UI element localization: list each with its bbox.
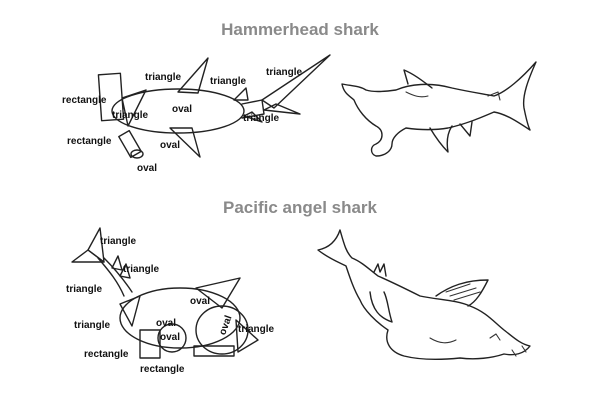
label-rectangle: rectangle	[67, 136, 112, 147]
hammerhead-pelvic-triangle	[243, 111, 263, 123]
angel-eye	[489, 333, 501, 341]
label-triangle: triangle	[145, 72, 182, 83]
angel-construction: triangle triangle triangle oval triangle…	[66, 227, 275, 375]
hammerhead-title: Hammerhead shark	[221, 20, 379, 39]
hammerhead-lower-rectangle	[118, 129, 142, 159]
label-triangle: triangle	[123, 264, 160, 275]
label-triangle: triangle	[243, 113, 280, 124]
label-oval: oval	[160, 332, 180, 343]
angel-rear-triangle	[119, 295, 141, 327]
label-triangle: triangle	[66, 284, 103, 295]
hammerhead-upper-tail-triangle	[261, 54, 331, 109]
hammerhead-construction: rectangle triangle triangle oval triangl…	[62, 54, 331, 174]
label-triangle: triangle	[238, 324, 275, 335]
angel-dorsal-spikes	[373, 263, 387, 277]
label-triangle: triangle	[100, 236, 137, 247]
angel-pectoral-fin	[435, 279, 489, 307]
angel-dorsal-triangle-1	[111, 255, 123, 271]
hammerhead-pelvic-fin	[459, 121, 473, 137]
hammerhead-lower-tail-triangle	[263, 103, 301, 115]
angel-snout-triangle	[235, 319, 259, 353]
label-rectangle: rectangle	[140, 364, 185, 375]
label-oval: oval	[160, 140, 180, 151]
hammerhead-finished-sketch	[341, 61, 537, 157]
hammerhead-second-dorsal	[487, 91, 501, 101]
hammerhead-pectoral-triangle	[169, 127, 201, 158]
angel-pectoral-triangle	[195, 277, 241, 309]
angel-tail-stalk-2	[103, 257, 133, 293]
hammerhead-head-rectangle	[97, 72, 125, 122]
hammerhead-dorsal-fin	[403, 69, 433, 89]
label-triangle: triangle	[74, 320, 111, 331]
hammerhead-body-oval	[111, 88, 245, 134]
angel-small-oval	[157, 323, 187, 353]
label-oval: oval	[156, 318, 176, 329]
hammerhead-second-dorsal-triangle	[233, 87, 249, 101]
angel-mouth-line	[429, 337, 457, 344]
angel-lower-rectangle-1	[139, 329, 161, 359]
angel-barbels	[511, 345, 527, 357]
angel-fin-rays	[445, 283, 481, 301]
label-rectangle: rectangle	[84, 349, 129, 360]
label-triangle: triangle	[210, 76, 247, 87]
label-triangle: triangle	[266, 67, 303, 78]
label-oval: oval	[137, 163, 157, 174]
hammerhead-gill-line	[405, 91, 429, 98]
hammerhead-dorsal-triangle	[177, 57, 209, 94]
angel-shark-title: Pacific angel shark	[222, 198, 378, 217]
label-triangle: triangle	[112, 110, 149, 121]
angel-body-oval	[119, 287, 241, 349]
angel-tail-lower-triangle	[71, 249, 105, 263]
label-oval: oval	[190, 296, 210, 307]
label-rectangle: rectangle	[62, 95, 107, 106]
angel-rear-fin	[369, 291, 393, 323]
hammerhead-head-triangle	[121, 89, 147, 127]
angel-shark-outline	[317, 229, 531, 361]
hammerhead-outline	[341, 61, 537, 157]
angel-finished-sketch	[317, 229, 531, 361]
label-oval: oval	[172, 104, 192, 115]
angel-lower-rectangle-2	[193, 345, 235, 357]
angel-dorsal-triangle-2	[119, 263, 131, 279]
hammerhead-tail-stalk	[241, 99, 265, 119]
angel-tail-stalk	[97, 257, 125, 297]
hammerhead-eye-oval	[130, 149, 144, 159]
hammerhead-pectoral-fin	[429, 125, 453, 153]
